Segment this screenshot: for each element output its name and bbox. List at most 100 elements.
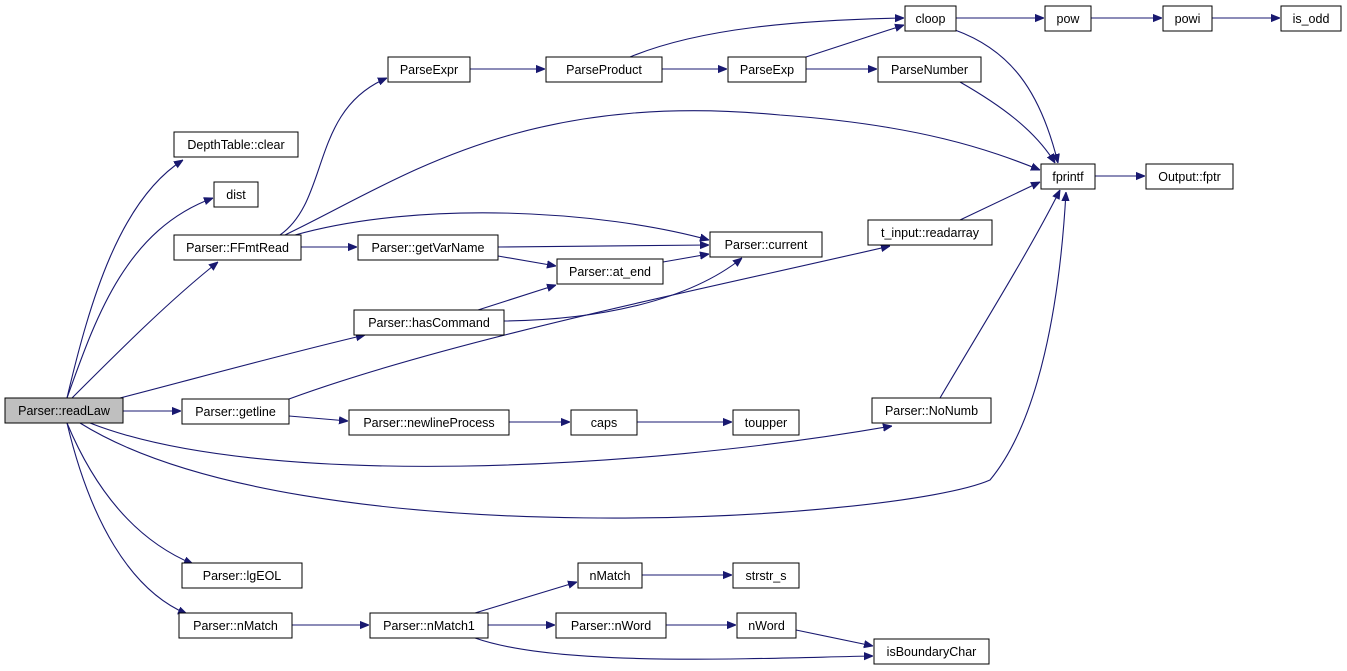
edge-getline-to-newlineProcess [288,415,348,421]
edge-line [662,254,709,263]
node-label: dist [226,188,246,202]
node-pNWord[interactable]: Parser::nWord [555,612,667,639]
node-fprintf[interactable]: fprintf [1040,163,1096,190]
node-box [545,56,663,83]
edge-cloop-to-fprintf [954,29,1058,163]
node-strstrS[interactable]: strstr_s [732,562,800,589]
node-lgEOL[interactable]: Parser::lgEOL [181,562,303,589]
edge-line [497,255,556,266]
edge-ffmtRead-to-fprintf [284,110,1040,236]
edge-line [959,81,1055,163]
node-label: fprintf [1052,170,1084,184]
node-box [181,562,303,589]
edge-line [939,190,1060,399]
node-label: Parser::FFmtRead [186,241,289,255]
node-label: Parser::NoNumb [885,404,978,418]
node-label: Parser::getVarName [371,241,484,255]
node-box [556,258,664,285]
node-label: pow [1057,12,1081,26]
node-box [555,612,667,639]
edge-line [66,160,183,399]
node-caps[interactable]: caps [570,409,638,436]
edge-ffmtRead-to-parseExpr [279,77,387,236]
node-hasCommand[interactable]: Parser::hasCommand [353,309,505,336]
node-label: ParseExpr [400,63,458,77]
node-parseExp[interactable]: ParseExp [727,56,807,83]
edge-line [288,246,890,400]
node-box [577,562,643,589]
edge-line [79,192,1066,519]
node-label: t_input::readarray [881,226,980,240]
node-ffmtRead[interactable]: Parser::FFmtRead [173,234,302,261]
node-readarray[interactable]: t_input::readarray [867,219,993,246]
node-box [709,231,823,258]
node-getVarName[interactable]: Parser::getVarName [357,234,499,261]
node-atEnd[interactable]: Parser::at_end [556,258,664,285]
call-edges [66,18,1280,659]
node-label: ParseProduct [566,63,642,77]
node-label: Parser::current [725,238,808,252]
edge-getline-to-readarray [288,246,890,400]
node-getline[interactable]: Parser::getline [181,398,290,425]
node-label: Parser::newlineProcess [363,416,494,430]
node-isBoundaryChar[interactable]: isBoundaryChar [873,638,990,665]
edge-atEnd-to-current [662,254,709,263]
edge-line [119,335,365,399]
edge-line [795,629,873,646]
node-box [357,234,499,261]
node-label: isBoundaryChar [887,645,977,659]
edge-getVarName-to-atEnd [497,255,556,266]
node-box [1044,5,1092,32]
node-powi[interactable]: powi [1162,5,1213,32]
edge-parseNumber-to-fprintf [959,81,1055,163]
edge-readLaw-to-depthClear [66,160,183,399]
node-readLaw[interactable]: Parser::readLaw [4,397,124,424]
node-newlineProcess[interactable]: Parser::newlineProcess [348,409,510,436]
node-noNumb[interactable]: Parser::NoNumb [871,397,992,424]
node-parseExpr[interactable]: ParseExpr [387,56,471,83]
node-box [732,562,800,589]
node-nWord[interactable]: nWord [736,612,797,639]
node-label: caps [591,416,617,430]
node-box [173,131,299,158]
node-dist[interactable]: dist [213,181,259,208]
node-label: Parser::nMatch1 [383,619,475,633]
node-box [4,397,124,424]
node-label: Output::fptr [1158,170,1221,184]
node-box [387,56,471,83]
node-label: Parser::getline [195,405,276,419]
node-isOdd[interactable]: is_odd [1280,5,1342,32]
node-label: ParseNumber [891,63,968,77]
node-toupper[interactable]: toupper [732,409,800,436]
node-current[interactable]: Parser::current [709,231,823,258]
node-box [1145,163,1234,190]
node-parseNumber[interactable]: ParseNumber [877,56,982,83]
edge-line [954,29,1058,163]
edge-readLaw-to-dist [66,198,213,399]
node-pow[interactable]: pow [1044,5,1092,32]
node-parseProduct[interactable]: ParseProduct [545,56,663,83]
node-label: Parser::nWord [571,619,651,633]
edge-parseProduct-to-cloop [629,18,904,58]
node-box [570,409,638,436]
node-label: nWord [748,619,785,633]
node-pNMatch1[interactable]: Parser::nMatch1 [369,612,489,639]
edge-hasCommand-to-current [503,258,742,322]
node-box [727,56,807,83]
node-fptr[interactable]: Output::fptr [1145,163,1234,190]
node-cloop[interactable]: cloop [904,5,957,32]
edge-readarray-to-fprintf [959,182,1040,221]
edge-readLaw-to-hasCommand [119,335,365,399]
node-label: powi [1175,12,1201,26]
node-nMatch[interactable]: nMatch [577,562,643,589]
node-box [904,5,957,32]
edge-line [71,262,218,399]
edge-line [66,422,193,565]
node-box [353,309,505,336]
node-box [871,397,992,424]
node-box [877,56,982,83]
edge-pNMatch1-to-isBoundaryChar [474,637,873,659]
edge-line [66,422,187,615]
node-depthClear[interactable]: DepthTable::clear [173,131,299,158]
node-pNMatch[interactable]: Parser::nMatch [178,612,293,639]
